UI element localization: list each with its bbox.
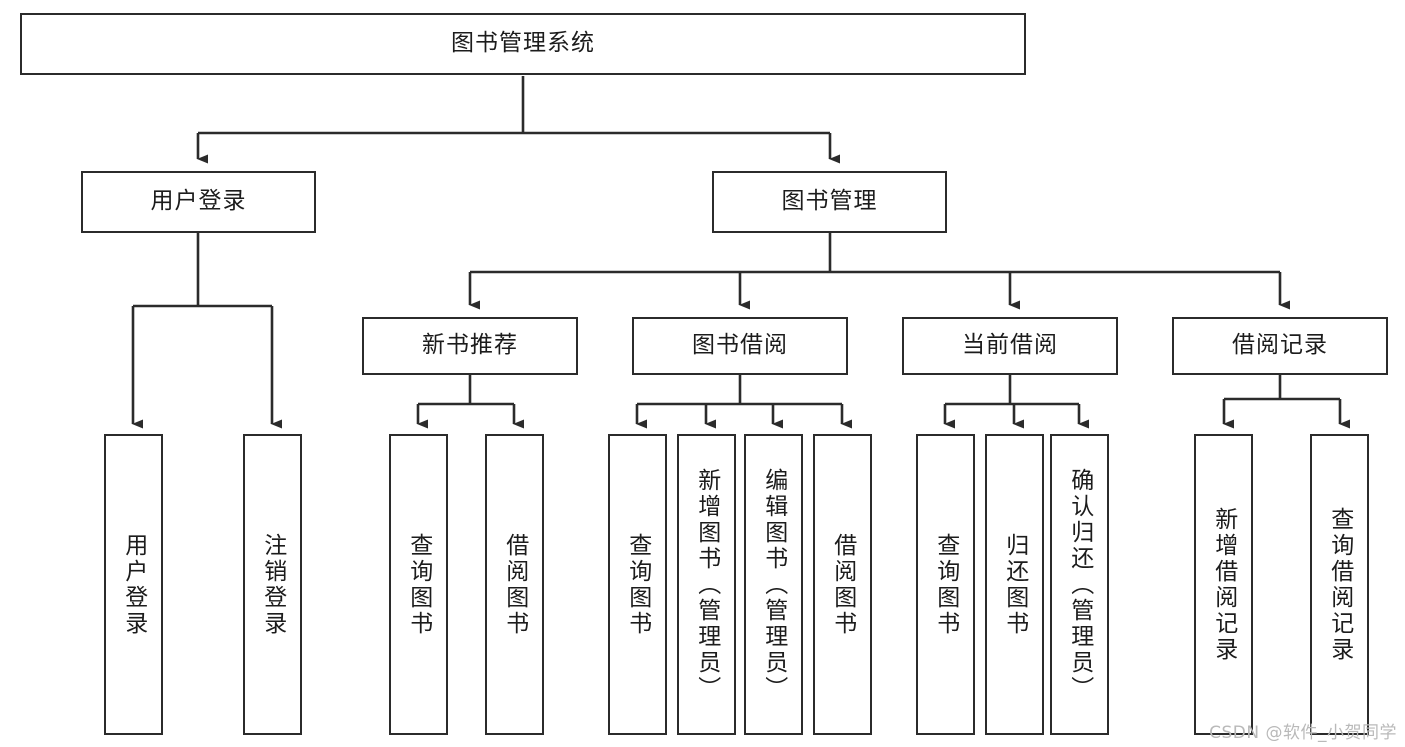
- node-root[interactable]: 图书管理系统: [20, 13, 1026, 75]
- node-current-borrow-label: 当前借阅: [962, 332, 1058, 359]
- leaf-logout[interactable]: 注销登录: [243, 434, 302, 735]
- node-current-borrow[interactable]: 当前借阅: [902, 317, 1118, 375]
- node-book-manage-label: 图书管理: [781, 188, 878, 215]
- node-new-book-recommend[interactable]: 新书推荐: [362, 317, 578, 375]
- leaf-query-book-3-label: 查询图书: [932, 532, 959, 637]
- leaf-borrow-book-1[interactable]: 借阅图书: [485, 434, 544, 735]
- node-borrow-record[interactable]: 借阅记录: [1172, 317, 1388, 375]
- leaf-confirm-return[interactable]: 确认归还（管理员）: [1050, 434, 1109, 735]
- node-book-manage[interactable]: 图书管理: [712, 171, 947, 233]
- leaf-confirm-return-label: 确认归还（管理员）: [1066, 467, 1093, 702]
- leaf-query-book-2-label: 查询图书: [624, 532, 651, 637]
- leaf-add-book-label: 新增图书（管理员）: [693, 467, 720, 702]
- node-user-login-label: 用户登录: [150, 188, 247, 215]
- node-user-login[interactable]: 用户登录: [81, 171, 316, 233]
- leaf-query-book-3[interactable]: 查询图书: [916, 434, 975, 735]
- leaf-query-book-1[interactable]: 查询图书: [389, 434, 448, 735]
- node-book-borrow[interactable]: 图书借阅: [632, 317, 848, 375]
- leaf-edit-book-label: 编辑图书（管理员）: [760, 467, 787, 702]
- leaf-add-record-label: 新增借阅记录: [1210, 506, 1237, 663]
- leaf-query-book-1-label: 查询图书: [405, 532, 432, 637]
- node-new-book-recommend-label: 新书推荐: [422, 332, 518, 359]
- leaf-add-book[interactable]: 新增图书（管理员）: [677, 434, 736, 735]
- leaf-logout-label: 注销登录: [259, 532, 286, 637]
- leaf-borrow-book-1-label: 借阅图书: [501, 532, 528, 637]
- leaf-return-book[interactable]: 归还图书: [985, 434, 1044, 735]
- node-book-borrow-label: 图书借阅: [692, 332, 788, 359]
- leaf-borrow-book-2[interactable]: 借阅图书: [813, 434, 872, 735]
- leaf-borrow-book-2-label: 借阅图书: [829, 532, 856, 637]
- leaf-edit-book[interactable]: 编辑图书（管理员）: [744, 434, 803, 735]
- node-root-label: 图书管理系统: [451, 30, 595, 57]
- leaf-add-record[interactable]: 新增借阅记录: [1194, 434, 1253, 735]
- node-borrow-record-label: 借阅记录: [1232, 332, 1328, 359]
- leaf-query-record[interactable]: 查询借阅记录: [1310, 434, 1369, 735]
- leaf-query-record-label: 查询借阅记录: [1326, 506, 1353, 663]
- leaf-return-book-label: 归还图书: [1001, 532, 1028, 637]
- csdn-watermark: CSDN @软件_小贺同学: [1209, 723, 1397, 743]
- leaf-query-book-2[interactable]: 查询图书: [608, 434, 667, 735]
- leaf-user-login-label: 用户登录: [120, 532, 147, 637]
- leaf-user-login[interactable]: 用户登录: [104, 434, 163, 735]
